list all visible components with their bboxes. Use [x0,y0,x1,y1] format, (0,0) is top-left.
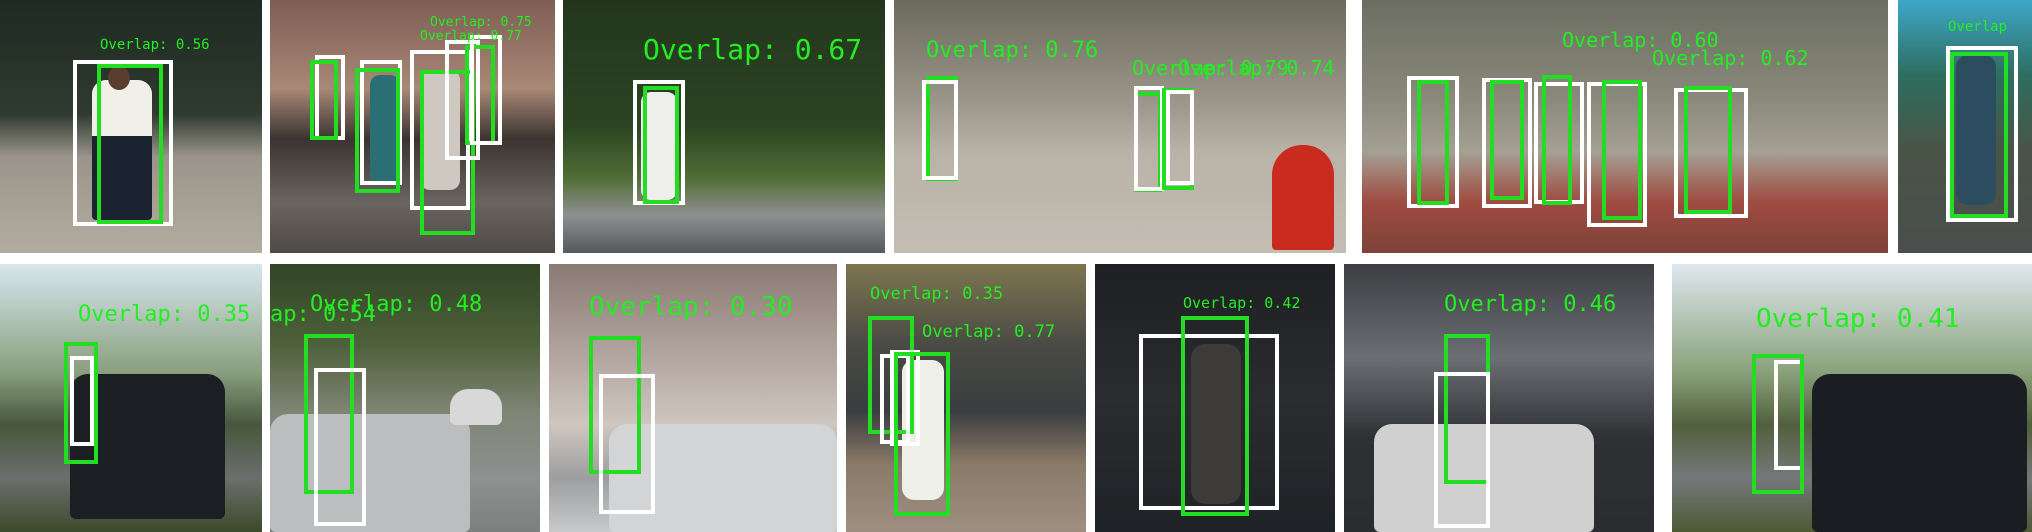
ground-truth-box [1674,88,1748,218]
car [609,424,837,532]
ground-truth-box [70,356,94,446]
overlap-label: Overlap: 0.75 [430,15,532,30]
ground-truth-box [1139,334,1279,510]
overlap-label: Overlap [1948,19,2008,35]
detection-box [1490,80,1524,200]
ground-truth-box [314,368,366,526]
overlap-label: Overlap: 0.77 [922,322,1056,342]
overlap-label: Overlap: 0.79 [1132,56,1289,80]
photo-tile-4: Overlap: 0.76 Overlap: 0.79 Overlap: 0.7… [894,0,1346,253]
shop-sign [1272,145,1334,250]
overlap-label: Overlap: 0.56 [100,37,210,53]
pedestrian [370,75,400,185]
detection-box [304,334,354,494]
overlap-label: Overlap: 0.46 [1444,292,1617,317]
detection-box [355,68,400,193]
photo-tile-13: Overlap: 0.41 [1672,264,2032,532]
photo-tile-5: Overlap: 0.60 Overlap: 0.62 [1362,0,1888,253]
photo-tile-2: Overlap: 0.75 Overlap: 0.77 [270,0,555,253]
photo-tile-11: Overlap: 0.42 [1095,264,1335,532]
overlap-label: Overlap: 0.30 [589,292,793,322]
overlap-label: Overlap: 0.48 [310,292,483,317]
detection-box [97,64,163,224]
detection-box [589,336,641,474]
ground-truth-box [1587,82,1647,227]
photo-tile-12: Overlap: 0.46 [1344,264,1654,532]
overlap-label: Overlap: 0.42 [1183,294,1301,312]
ground-truth-box [73,60,173,226]
ground-truth-box [1434,372,1490,528]
ground-truth-box [1407,76,1459,208]
detection-box [310,60,338,140]
pedestrian [92,80,152,220]
detection-box [64,342,98,464]
car [450,389,502,425]
detection-box [1752,354,1804,494]
pedestrian [641,92,677,200]
photo-tile-7: Overlap: 0.35 [0,264,262,532]
ground-truth-box [470,35,502,145]
ground-truth-box [360,60,402,185]
ground-truth-box [922,80,958,180]
car [1812,374,2027,532]
ground-truth-box [445,40,480,160]
overlap-label: Overlap: 0.74 [1178,56,1335,80]
overlap-label: ap: 0.54 [270,302,376,327]
pedestrian [420,70,460,190]
photo-tile-3: Overlap: 0.67 [563,0,885,253]
detection-box [1950,52,2008,218]
car [1374,424,1594,532]
detection-box [1417,80,1449,205]
photo-tile-6: Overlap [1898,0,2032,253]
ground-truth-box [1134,86,1164,191]
detection-box [643,86,679,204]
photo-tile-10: Overlap: 0.35 Overlap: 0.77 [846,264,1086,532]
pedestrian-head [108,66,130,90]
overlap-label: Overlap: 0.62 [1652,46,1809,70]
overlap-label: Overlap: 0.35 [870,284,1004,304]
ground-truth-box [1166,90,1194,185]
ground-truth-box [599,374,655,514]
ground-truth-box [1946,46,2018,222]
overlap-label: Overlap: 0.77 [420,29,522,44]
detection-box [1602,80,1642,220]
detection-box [1684,86,1732,214]
photo-tile-1: Overlap: 0.56 [0,0,262,253]
detection-box [894,352,950,516]
photo-tile-9: Overlap: 0.30 [549,264,837,532]
pedestrian [1956,55,1996,205]
detection-box [1181,316,1249,516]
overlap-label: Overlap: 0.41 [1756,304,1960,334]
pedestrian [1191,344,1241,504]
overlap-label: Overlap: 0.67 [643,33,863,66]
car [270,414,470,532]
overlap-label: Overlap: 0.35 [78,302,251,327]
overlap-label: Overlap: 0.76 [926,38,1099,63]
overlap-label: Overlap: 0.60 [1562,28,1719,52]
detection-box [1542,75,1572,205]
photo-tile-8: Overlap: 0.48 ap: 0.54 [270,264,540,532]
